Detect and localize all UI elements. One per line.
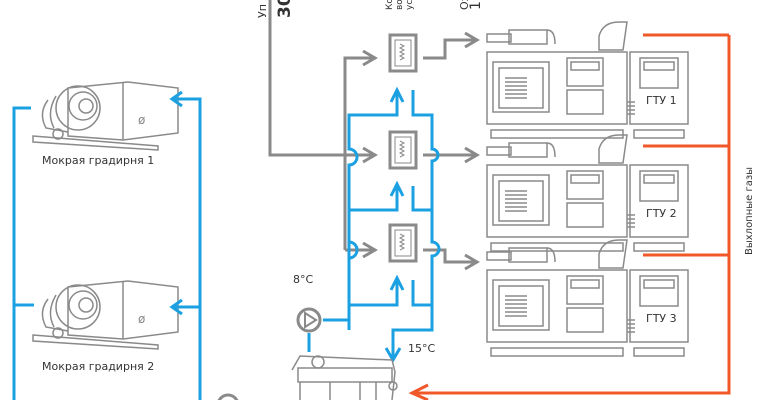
air-outlet-arrow-1: [464, 31, 480, 49]
water-hx-left-jump-3: [348, 240, 359, 260]
pump-icon-bottom: [217, 393, 239, 400]
cooling-tower-2-label: Мокрая градирня 2: [42, 360, 154, 373]
water-hx-left-branch-3: [349, 280, 399, 307]
water-arrow-hx-3: [389, 274, 405, 291]
genset-1: [486, 21, 636, 139]
water-arrow-tower-1: [169, 90, 183, 108]
top-label-cooler-2: во: [395, 0, 405, 10]
water-hx-left-branch-2: [349, 186, 399, 212]
air-outlet-3: [423, 248, 475, 264]
water-arrow-hx-2: [389, 180, 405, 197]
supply-temperature-label: 8°C: [293, 273, 313, 286]
chiller-unit: [291, 355, 398, 400]
water-arrow-hx-1: [389, 86, 405, 103]
heat-exchanger-3: [388, 223, 418, 263]
top-label-cooled-big: 1: [468, 1, 484, 10]
return-temperature-label: 15°C: [408, 342, 435, 355]
pump-icon: [296, 307, 322, 333]
exhaust-collector: [412, 35, 731, 395]
water-return-left-line: [12, 106, 31, 400]
top-label-cooler-3: уст: [405, 0, 415, 10]
air-main-line: [268, 0, 372, 157]
water-arrow-tower-2: [169, 298, 183, 316]
heat-exchanger-1: [388, 33, 418, 73]
gtu-3-label: ГТУ 3: [646, 312, 677, 325]
top-label-supply-small: Уп: [256, 4, 269, 18]
air-outlet-1: [423, 38, 475, 60]
heat-exchanger-2: [388, 130, 418, 170]
water-hx-right-collector: [391, 90, 441, 358]
water-hx-right-branch-2: [411, 186, 432, 212]
water-hx-left-riser: [347, 92, 399, 330]
air-outlet-arrow-2: [464, 146, 480, 164]
gtu-1-label: ГТУ 1: [646, 94, 677, 107]
exhaust-label: Выхлопные газы: [744, 167, 755, 255]
water-arrow-return: [384, 347, 402, 363]
cooling-tower-1-label: Мокрая градирня 1: [42, 154, 154, 167]
top-label-cooler-1: Ко: [385, 0, 395, 10]
top-label-supply-big: 30: [275, 0, 295, 18]
genset-2: [486, 134, 636, 252]
cooling-tower-1: [32, 81, 179, 151]
exhaust-arrow: [408, 383, 429, 400]
air-arrow-3: [362, 241, 378, 259]
gtu-2-label: ГТУ 2: [646, 207, 677, 220]
air-arrow-2: [362, 146, 378, 164]
top-label-cooled-small: Ох: [458, 0, 471, 10]
water-supply-right-line: [172, 97, 202, 400]
cooling-tower-2: [32, 280, 179, 350]
water-pump-line: [307, 318, 349, 352]
genset-3: [486, 239, 636, 357]
water-hx-right-branch-3: [411, 280, 432, 307]
air-outlet-arrow-3: [464, 253, 480, 271]
air-arrow-1: [362, 49, 378, 67]
